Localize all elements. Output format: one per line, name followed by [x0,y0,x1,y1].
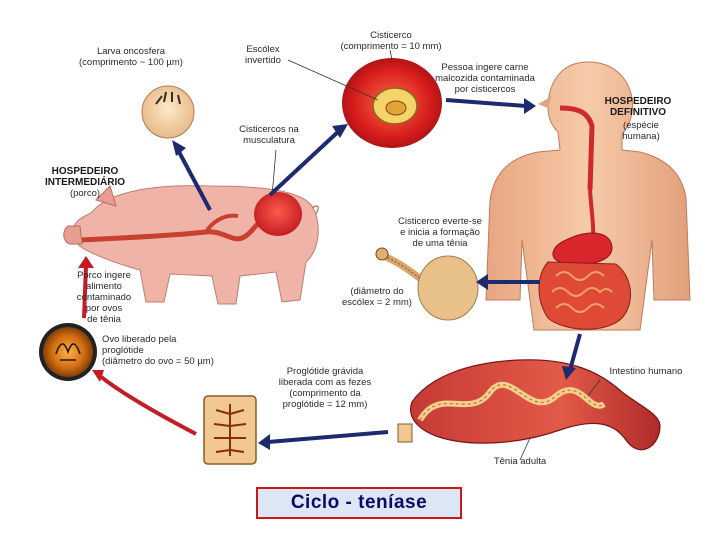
arrow-to-intestine [568,333,582,371]
gravid-proglottid [203,395,257,465]
pig-figure [63,185,319,305]
label-tenia-adulta: Tênia adulta [493,456,547,467]
arrow-pig-to-larva [176,149,212,211]
label-hospedeiro-intermediario-sub: (porco) [69,188,101,199]
cysticercus-enlarged [342,58,442,148]
arrow-proglottid-to-egg [98,374,197,436]
label-cisticerco: Cisticerco (comprimento = 10 mm) [340,30,442,52]
label-hospedeiro-intermediario: HOSPEDEIRO INTERMEDIÁRIO [45,166,125,188]
label-larva: Larva oncosfera (comprimento ~ 100 µm) [79,46,183,68]
label-cisticercos-musculatura: Cisticercos na musculatura [239,124,299,146]
arrow-to-pig [82,265,88,319]
label-intestino: Intestino humano [609,366,683,377]
arrow-cysticercus-to-human [445,98,527,108]
tapeworm-egg [39,323,97,381]
label-pessoa: Pessoa ingere carne malcozida contaminad… [435,62,535,95]
label-cisticerco-everte: Cisticerco everte-se e inicia a formação… [398,216,482,249]
human-figure [485,61,691,331]
label-hospedeiro-definitivo: HOSPEDEIRO DEFINITIVO [604,96,672,118]
label-hospedeiro-definitivo-sub: (espécie humana) [622,120,660,142]
label-ovo: Ovo liberado pela proglótide (diâmetro d… [102,334,214,367]
label-escolex: Escólex invertido [245,44,281,66]
cycle-arrows [82,98,582,444]
arrow-heads [78,98,576,450]
oncosphere-larva [141,85,195,139]
evaginated-cysticercus [375,247,479,321]
human-intestine [397,359,661,451]
label-porco-ingere: Porco ingere alimento contaminado por ov… [76,270,132,325]
label-proglotide: Proglótide grávida liberada com as fezes… [278,366,372,410]
label-diametro-escolex: (diâmetro do escólex = 2 mm) [342,286,412,308]
caption-box: Ciclo - teníase [256,487,462,519]
arrow-intestine-to-proglottid [267,430,389,444]
arrow-muscle-to-cysticercus [268,128,342,197]
label-leader-lines [271,49,601,461]
